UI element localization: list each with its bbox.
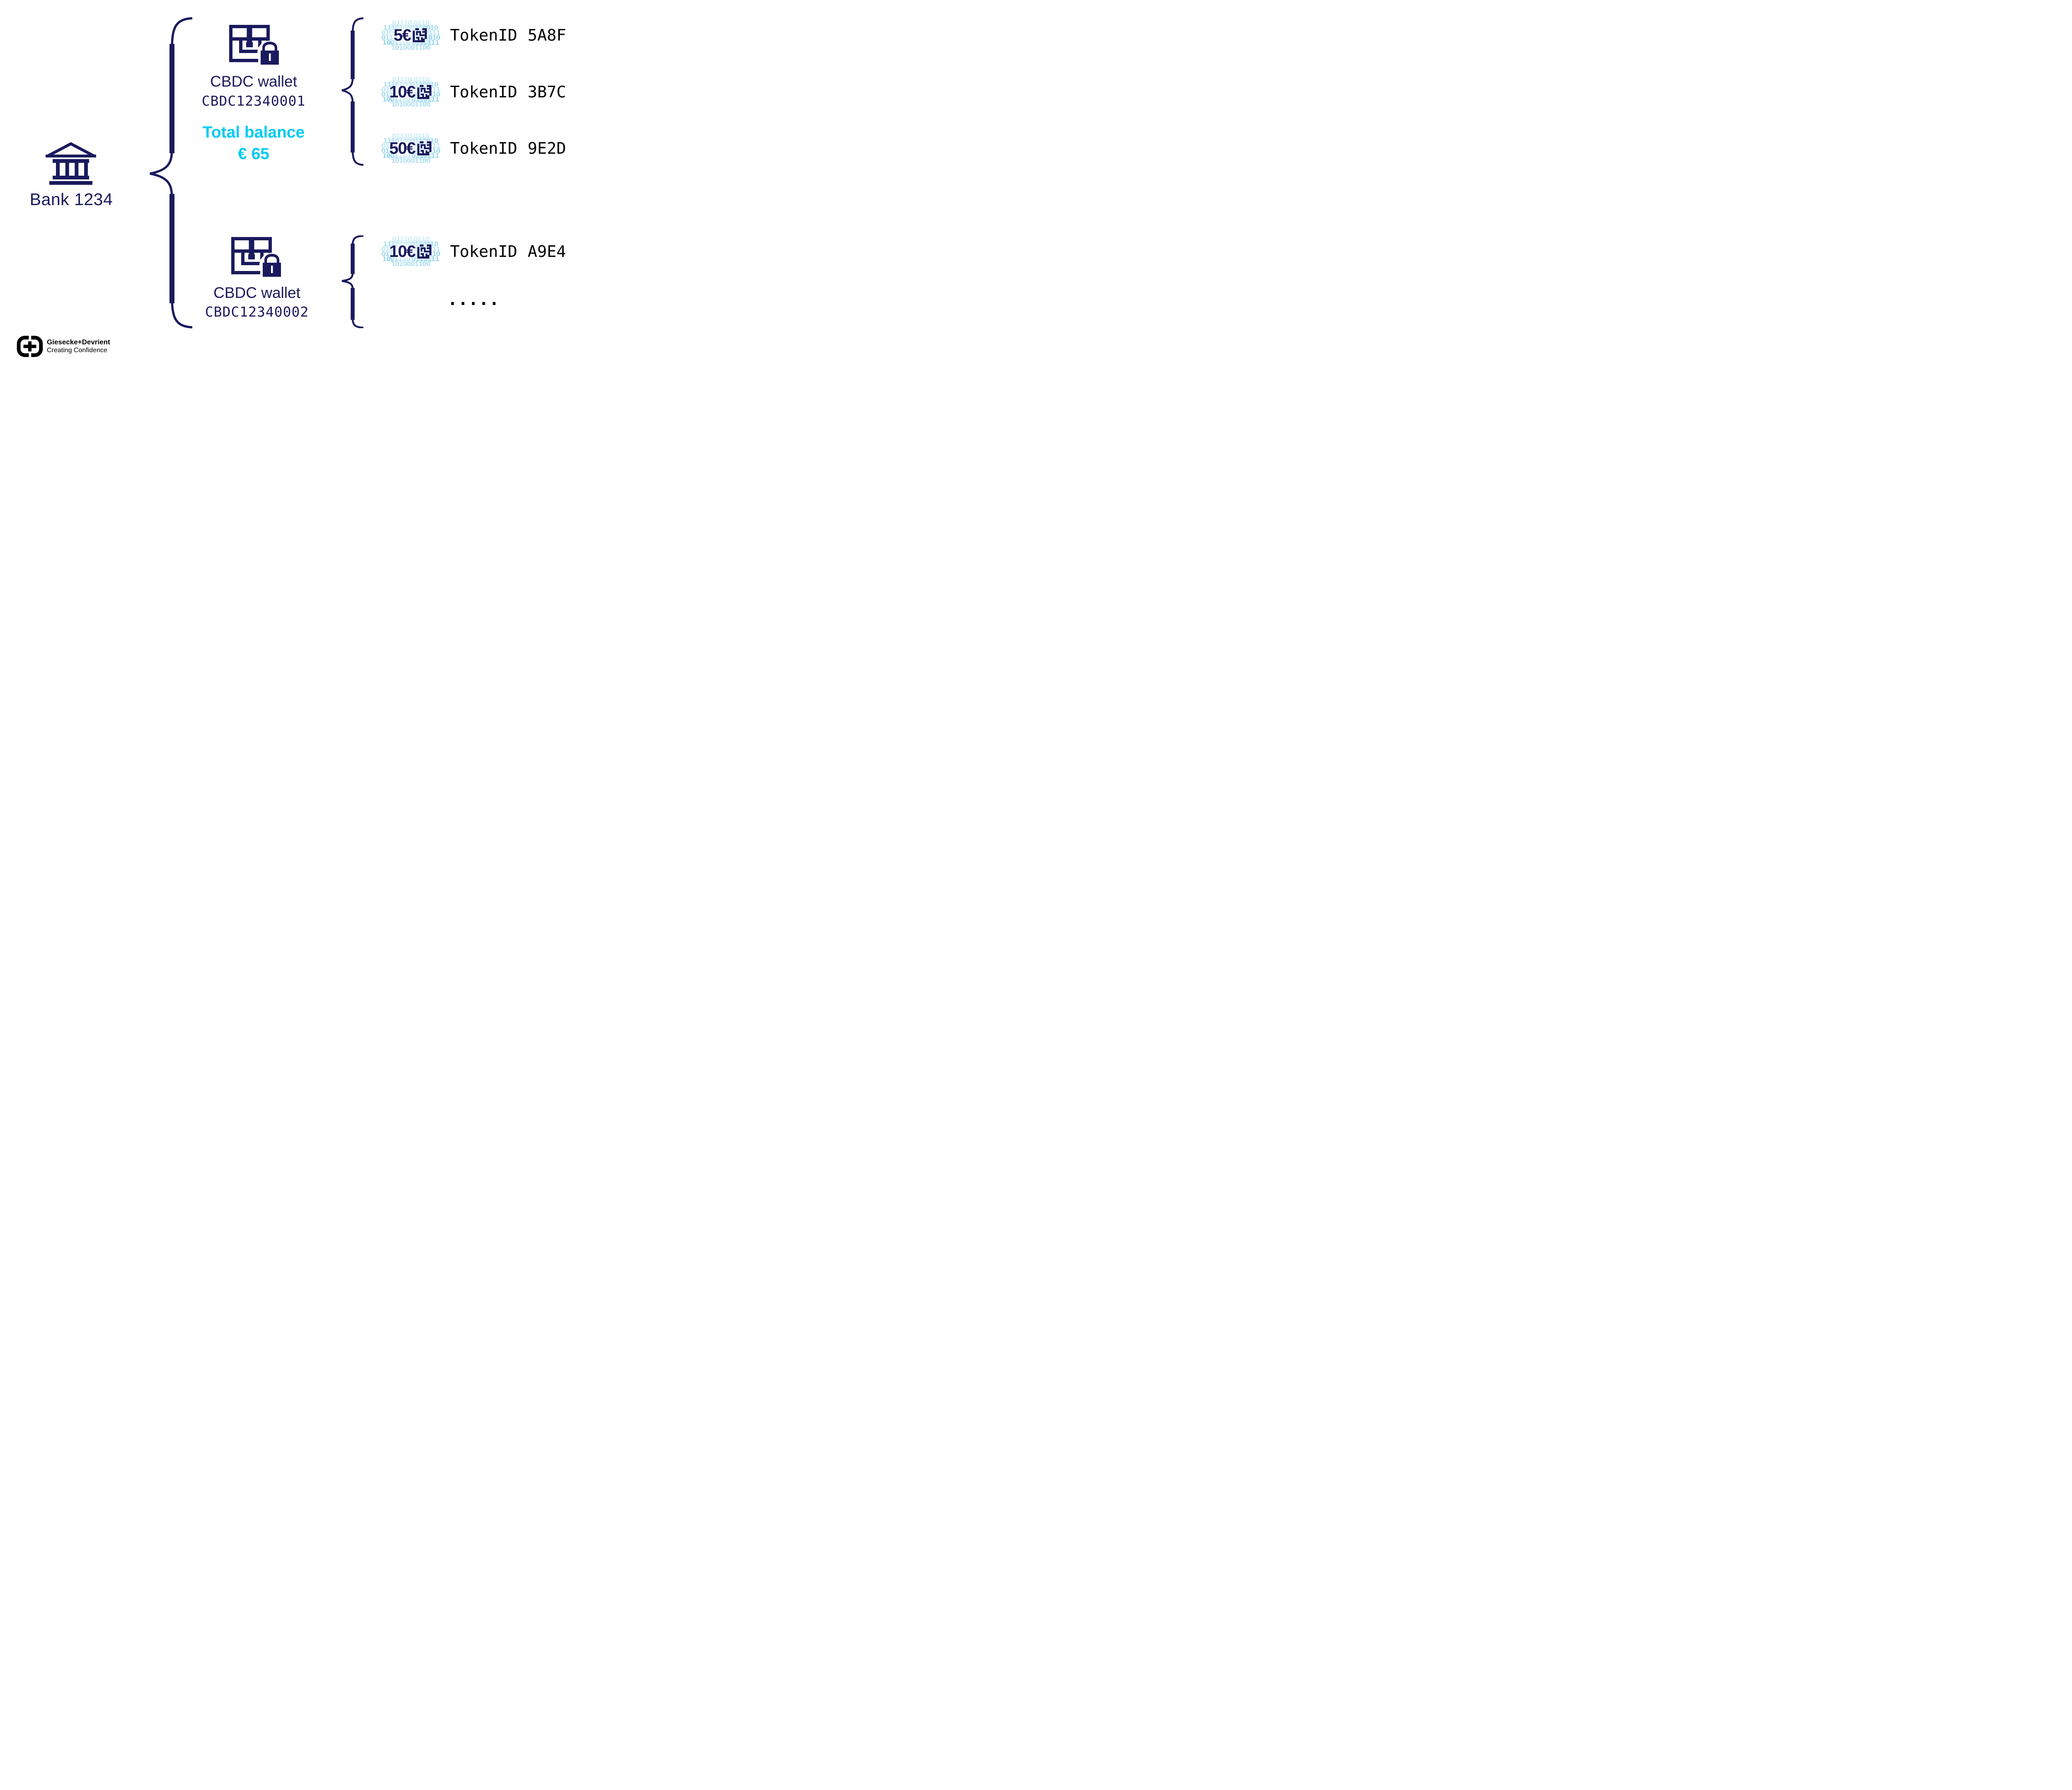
bank-wallets-brace [146,17,194,329]
token-id-text: TokenID A9E4 [450,242,566,261]
token-id-text: TokenID 5A8F [450,26,566,45]
wallet2-tokens-brace [340,235,365,328]
token-id-text: TokenID 9E2D [450,139,566,158]
token-row: 01110 0110111010001100100100110001101110… [381,75,566,109]
wallet-id: CBDC12340001 [201,93,306,109]
token-value: 5€ [393,26,411,44]
bank-label: Bank 1234 [29,190,113,209]
token-row: 01110 0110111010001100100100110001101110… [381,131,566,166]
wallet-lock-icon [230,236,285,278]
token-id-value: A9E4 [528,242,566,261]
wallet-lock-icon [228,24,283,66]
token-row: 01110 0110111010001100100100110001101110… [381,234,566,269]
total-balance-value: € 65 [238,145,269,163]
token-value: 50€ [389,139,416,157]
total-balance-label: Total balance [202,123,305,141]
logo-company-name: Giesecke+Devrient [47,338,110,346]
token-value: 10€ [389,242,416,261]
token-id-value: 3B7C [528,82,566,102]
token-badge: 01110 0110111010001100100100110001101110… [381,18,441,53]
token-id-label: TokenID [450,242,518,261]
logo-tagline: Creating Confidence [47,347,107,354]
token-value: 10€ [389,82,416,101]
token-qr-icon [416,140,432,156]
wallet-title: CBDC wallet [210,73,297,90]
token-id-value: 9E2D [528,139,566,158]
wallet-id: CBDC12340002 [205,304,309,320]
token-qr-icon [416,84,432,100]
token-badge: 01110 0110111010001100100100110001101110… [381,75,441,109]
badge-glow [391,84,417,100]
token-qr-icon [412,27,428,43]
token-id-text: TokenID 3B7C [450,83,566,102]
token-row: 01110 0110111010001100100100110001101110… [381,18,566,53]
more-tokens-ellipsis: ..... [448,290,500,309]
wallet1-tokens-brace [340,17,365,166]
gd-logo-icon [17,336,43,357]
token-qr-icon [416,244,432,259]
wallet-title: CBDC wallet [213,284,300,301]
token-id-value: 5A8F [528,26,566,45]
token-id-label: TokenID [450,82,518,102]
token-badge: 01110 0110111010001100100100110001101110… [381,131,441,166]
token-id-label: TokenID [450,26,518,45]
token-badge: 01110 0110111010001100100100110001101110… [381,234,441,269]
badge-glow [391,243,417,260]
bank-icon [46,142,96,185]
token-id-label: TokenID [450,139,518,158]
badge-glow [391,140,417,157]
